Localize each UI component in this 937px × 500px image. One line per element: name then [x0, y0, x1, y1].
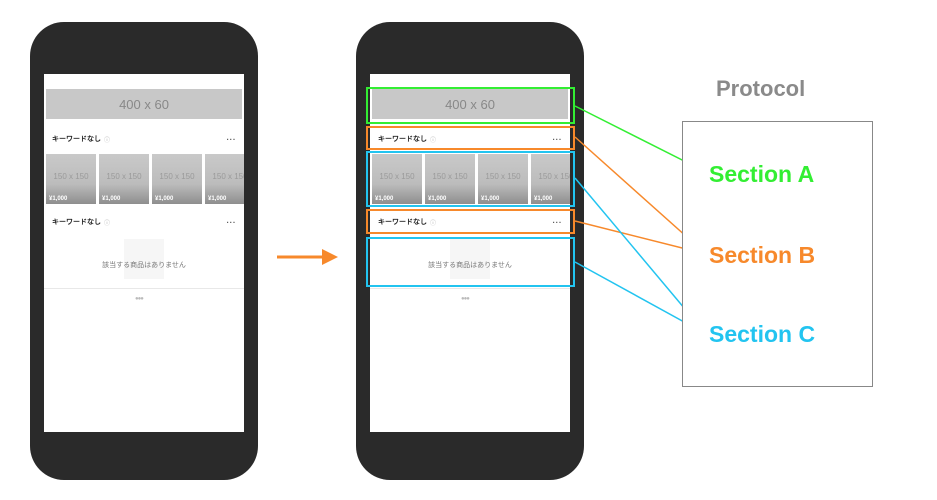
product-price: ¥1,000 — [208, 196, 227, 202]
info-circle-icon: ⓘ — [430, 220, 437, 227]
keyword-row: キーワードなし ⓘ ··· — [370, 212, 570, 232]
product-card[interactable]: 150 x 150 ¥1,000 — [531, 154, 570, 204]
product-size: 150 x 150 — [159, 172, 195, 181]
product-card[interactable]: 150 x 150 ¥1,000 — [372, 154, 422, 204]
product-size: 150 x 150 — [106, 172, 142, 181]
product-price: ¥1,000 — [428, 196, 447, 202]
section-c-highlight-bottom — [366, 237, 575, 287]
product-card[interactable]: 150 x 150 ¥1,000 — [425, 154, 475, 204]
banner-placeholder: 400 x 60 — [46, 89, 242, 119]
divider — [370, 288, 570, 289]
empty-message: 該当する商品はありません — [428, 262, 512, 269]
product-card[interactable]: 150 x 150 ¥1,000 — [478, 154, 528, 204]
section-c-highlight-top — [366, 151, 575, 207]
product-row: 150 x 150 ¥1,000 150 x 150 ¥1,000 150 x 15… — [372, 154, 570, 204]
more-button[interactable]: ··· — [226, 134, 236, 144]
banner-placeholder: 400 x 60 — [372, 89, 568, 119]
product-card[interactable]: 150 x 150 ¥1,000 — [152, 154, 202, 204]
more-button[interactable]: ··· — [552, 217, 562, 227]
keyword-title: キーワードなし — [378, 136, 427, 143]
product-card[interactable]: 150 x 150 ¥1,000 — [205, 154, 244, 204]
empty-image-placeholder — [450, 239, 490, 279]
product-size: 150 x 150 — [432, 172, 468, 181]
section-b-label: Section B — [709, 242, 816, 268]
product-card[interactable]: 150 x 150 ¥1,000 — [99, 154, 149, 204]
section-a-highlight — [366, 87, 575, 124]
keyword-title: キーワードなし — [52, 219, 101, 226]
info-circle-icon: ⓘ — [104, 137, 111, 144]
keyword-title: キーワードなし — [52, 136, 101, 143]
product-size: 150 x 150 — [538, 172, 570, 181]
arrow-head — [322, 249, 338, 265]
protocol-box — [682, 121, 873, 387]
section-b-highlight-top — [366, 126, 575, 150]
pagination-dots: ●●● — [461, 296, 470, 302]
product-price: ¥1,000 — [534, 196, 553, 202]
product-row: 150 x 150 ¥1,000 150 x 150 ¥1,000 150 x 15… — [46, 154, 244, 204]
more-button[interactable]: ··· — [226, 217, 236, 227]
empty-image-placeholder — [124, 239, 164, 279]
product-size: 150 x 150 — [212, 172, 244, 181]
phone-screen: 400 x 60 キーワードなし ⓘ ··· 150 x 150 ¥1,000 1… — [44, 74, 244, 432]
section-a-label: Section A — [709, 161, 815, 187]
pagination-dots: ●●● — [135, 296, 144, 302]
info-circle-icon: ⓘ — [430, 137, 437, 144]
product-price: ¥1,000 — [49, 196, 68, 202]
keyword-title: キーワードなし — [378, 219, 427, 226]
empty-message: 該当する商品はありません — [102, 262, 186, 269]
info-circle-icon: ⓘ — [104, 220, 111, 227]
phone-after: 400 x 60 キーワードなし ⓘ ··· 150 x 150 ¥1,000 1… — [356, 22, 584, 480]
product-card[interactable]: 150 x 150 ¥1,000 — [46, 154, 96, 204]
more-button[interactable]: ··· — [552, 134, 562, 144]
protocol-title: Protocol — [716, 76, 806, 101]
product-size: 150 x 150 — [485, 172, 521, 181]
phone-screen: 400 x 60 キーワードなし ⓘ ··· 150 x 150 ¥1,000 1… — [370, 74, 570, 432]
keyword-row: キーワードなし ⓘ ··· — [370, 129, 570, 149]
product-price: ¥1,000 — [481, 196, 500, 202]
phone-before: 400 x 60 キーワードなし ⓘ ··· 150 x 150 ¥1,000 1… — [30, 22, 258, 480]
keyword-row: キーワードなし ⓘ ··· — [44, 212, 244, 232]
divider — [44, 288, 244, 289]
keyword-row: キーワードなし ⓘ ··· — [44, 129, 244, 149]
product-size: 150 x 150 — [53, 172, 89, 181]
section-b-highlight-bottom — [366, 209, 575, 234]
product-price: ¥1,000 — [102, 196, 121, 202]
product-size: 150 x 150 — [379, 172, 415, 181]
section-c-label: Section C — [709, 321, 816, 347]
product-price: ¥1,000 — [375, 196, 394, 202]
product-price: ¥1,000 — [155, 196, 174, 202]
